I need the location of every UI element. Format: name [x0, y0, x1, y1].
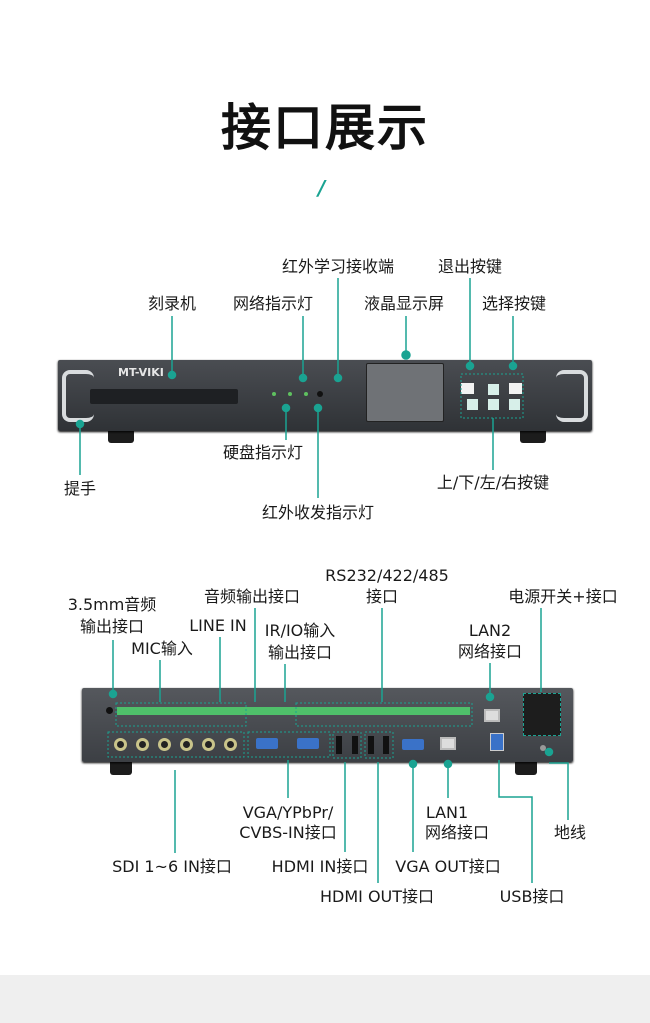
vga-in-port-1[interactable] — [256, 738, 278, 749]
leader-ground — [549, 762, 569, 820]
sdi-port-4[interactable] — [180, 738, 193, 751]
right-button[interactable] — [509, 399, 520, 410]
front-foot-right — [520, 428, 546, 443]
label-audio-out: 音频输出接口 — [203, 587, 301, 606]
label-audio35-b: 输出接口 — [79, 617, 145, 636]
label-recorder: 刻录机 — [147, 294, 197, 313]
label-sdi: SDI 1~6 IN接口 — [112, 857, 232, 876]
ir-sensor — [317, 391, 323, 397]
label-lan1-b: 网络接口 — [424, 823, 490, 842]
label-vga-in-a: VGA/YPbPr/ — [242, 803, 334, 822]
power-switch-socket[interactable] — [523, 693, 561, 736]
label-irio-b: 输出接口 — [267, 643, 333, 662]
label-vga-out: VGA OUT接口 — [395, 857, 501, 876]
front-foot-left — [108, 428, 134, 443]
bottom-band — [0, 975, 650, 1023]
label-line-in: LINE IN — [189, 616, 247, 635]
label-usb: USB接口 — [499, 887, 565, 906]
label-esc-key: 退出按键 — [437, 257, 503, 276]
label-ground: 地线 — [553, 823, 587, 842]
brand-logo: MT-VIKI — [118, 366, 164, 379]
sdi-port-2[interactable] — [136, 738, 149, 751]
terminal-block-strip[interactable] — [117, 707, 470, 715]
rear-foot-left — [110, 759, 132, 775]
net-led — [288, 392, 292, 396]
label-ir-receiver: 红外学习接收端 — [281, 257, 395, 276]
sdi-port-5[interactable] — [202, 738, 215, 751]
vga-out-port[interactable] — [402, 739, 424, 750]
lan2-port[interactable] — [484, 709, 500, 722]
hdmi-in-port-1[interactable] — [336, 736, 342, 754]
hdmi-in-port-2[interactable] — [352, 736, 358, 754]
cd-slot[interactable] — [90, 389, 238, 404]
label-handle: 提手 — [63, 479, 97, 498]
lcd-screen — [366, 363, 444, 422]
hdd-led — [272, 392, 276, 396]
label-vga-in-b: CVBS-IN接口 — [239, 823, 337, 842]
label-arrow-keys: 上/下/左/右按键 — [436, 473, 550, 492]
label-hdmi-in: HDMI IN接口 — [271, 857, 369, 876]
select-button[interactable] — [509, 383, 522, 394]
label-lcd: 液晶显示屏 — [363, 294, 445, 313]
label-lan1-a: LAN1 — [425, 803, 469, 822]
hdmi-out-port-2[interactable] — [383, 736, 389, 754]
down-button[interactable] — [488, 399, 499, 410]
audio-jack-35mm[interactable] — [106, 707, 113, 714]
sdi-port-6[interactable] — [224, 738, 237, 751]
hdmi-out-port-1[interactable] — [368, 736, 374, 754]
vga-in-port-2[interactable] — [297, 738, 319, 749]
label-hdmi-out: HDMI OUT接口 — [319, 887, 435, 906]
left-button[interactable] — [467, 399, 478, 410]
leader-usb — [498, 760, 533, 883]
label-audio35-a: 3.5mm音频 — [67, 595, 157, 614]
page-title: 接口展示 — [221, 99, 429, 157]
label-mic-in: MIC输入 — [131, 639, 193, 658]
label-hdd-led: 硬盘指示灯 — [222, 443, 304, 462]
label-rs-a: RS232/422/485 — [325, 566, 449, 585]
label-irio-a: IR/IO输入 — [264, 621, 336, 640]
usb-ports[interactable] — [490, 733, 504, 751]
sdi-port-1[interactable] — [114, 738, 127, 751]
up-button[interactable] — [488, 384, 499, 395]
sdi-port-3[interactable] — [158, 738, 171, 751]
esc-button[interactable] — [461, 383, 474, 394]
label-ir-led: 红外收发指示灯 — [261, 503, 375, 522]
label-net-led: 网络指示灯 — [232, 294, 314, 313]
label-lan2-a: LAN2 — [468, 621, 512, 640]
ir-led — [304, 392, 308, 396]
label-lan2-b: 网络接口 — [457, 642, 523, 661]
label-select-key: 选择按键 — [481, 294, 547, 313]
label-power: 电源开关+接口 — [508, 587, 618, 606]
handle-right — [556, 370, 588, 422]
ground-terminal[interactable] — [540, 745, 546, 751]
lan1-port[interactable] — [440, 737, 456, 750]
label-rs-b: 接口 — [365, 587, 399, 606]
title-divider: / — [318, 176, 326, 200]
